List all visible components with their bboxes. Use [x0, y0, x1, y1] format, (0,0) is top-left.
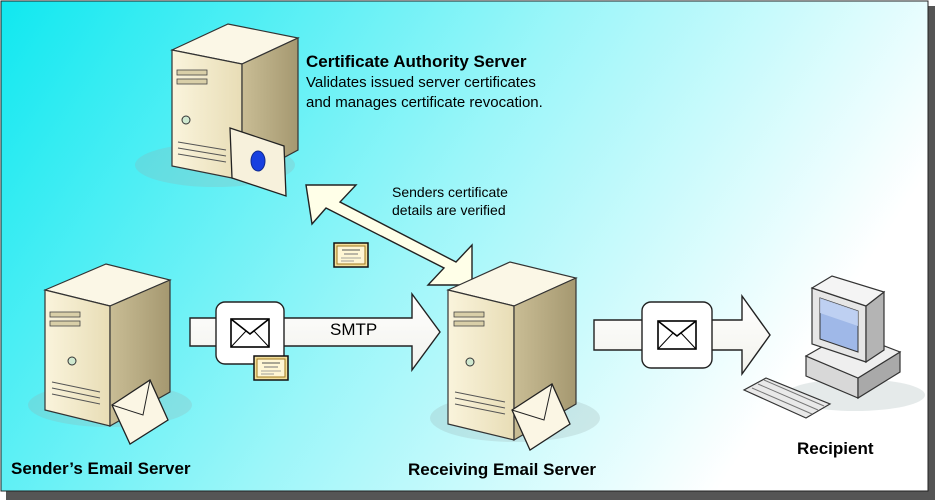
ca-server-desc-line2: and manages certificate revocation.: [306, 94, 543, 111]
seal-icon: [250, 150, 266, 172]
sender-server-icon: [28, 263, 192, 445]
ca-server-title: Certificate Authority Server: [306, 52, 527, 71]
certificate-icon: [253, 355, 289, 381]
envelope-icon: [657, 320, 697, 350]
smtp-label: SMTP: [330, 320, 378, 339]
recipient-computer-icon: [742, 275, 925, 419]
ca-server-icon: [135, 23, 300, 197]
receiving-server-icon: [430, 261, 600, 451]
receiving-server-label: Receiving Email Server: [408, 460, 597, 479]
recipient-label: Recipient: [797, 439, 874, 458]
sender-server-label: Sender’s Email Server: [11, 459, 191, 478]
verify-note-line1: Senders certificate: [392, 184, 508, 200]
verify-note-line2: details are verified: [392, 202, 506, 218]
certificate-icon: [333, 242, 369, 268]
envelope-icon: [230, 318, 270, 348]
ca-server-desc-line1: Validates issued server certificates: [306, 74, 536, 91]
